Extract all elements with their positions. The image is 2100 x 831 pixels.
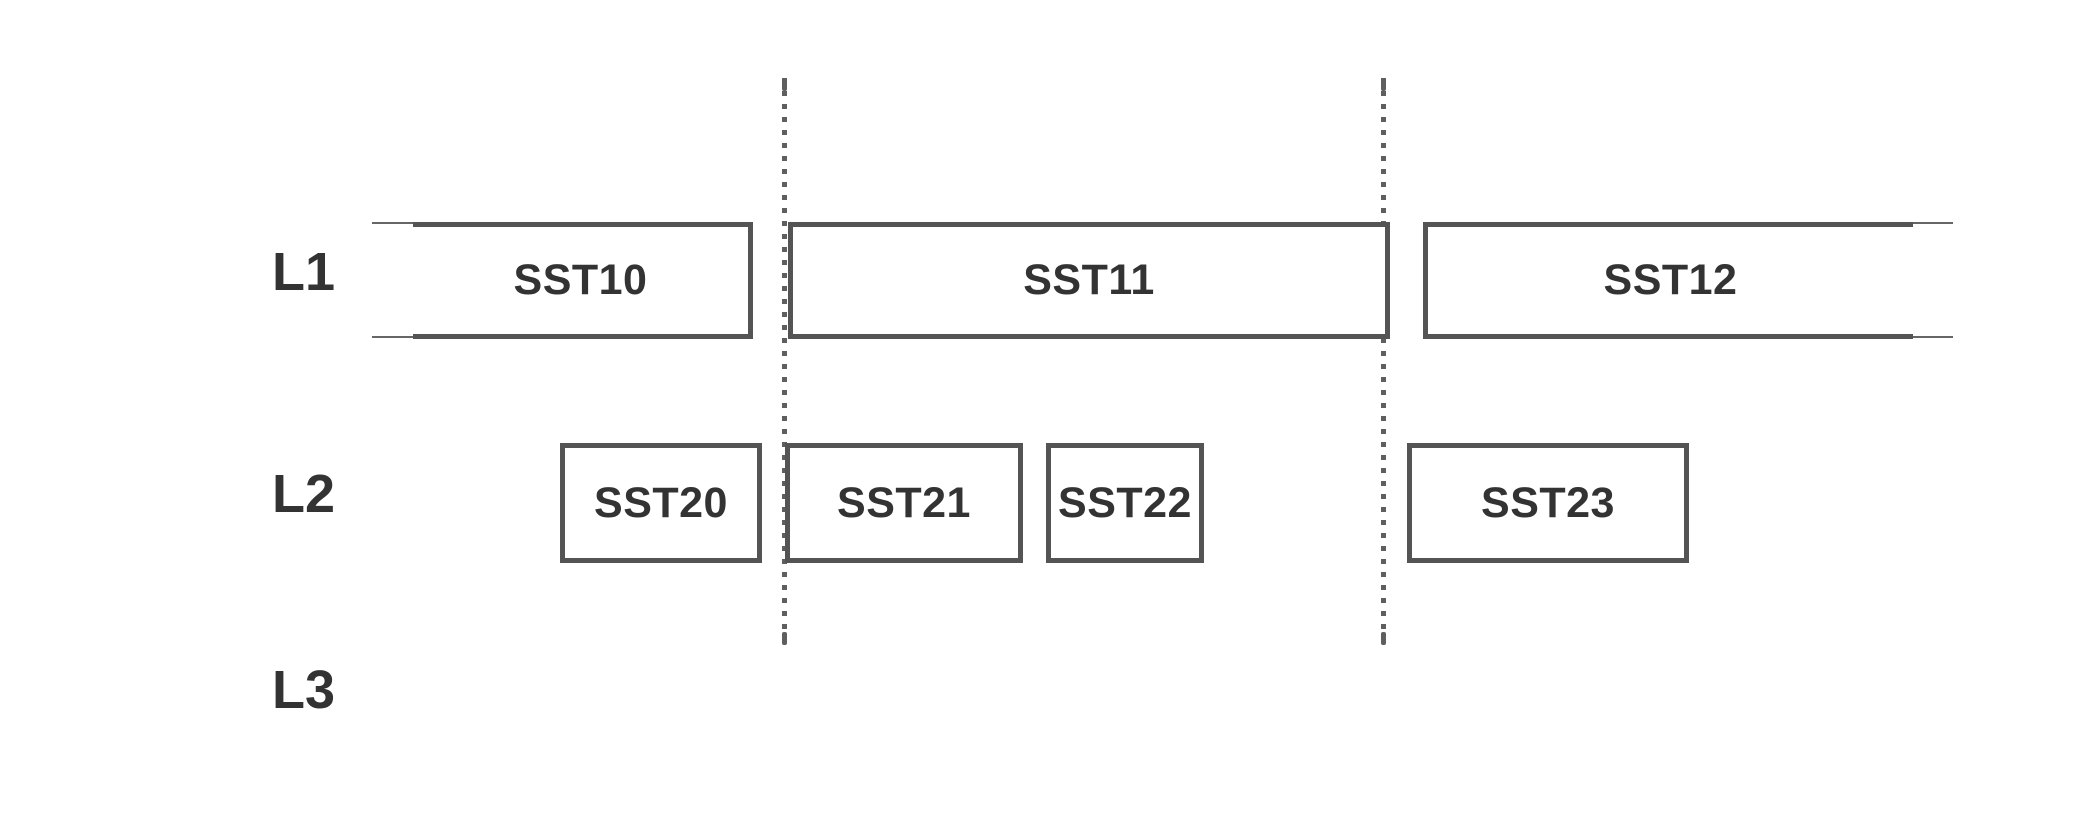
box-sst23-label: SST23: [1481, 478, 1615, 527]
box-sst12-label: SST12: [1603, 256, 1738, 304]
divider-line-right: [1381, 78, 1386, 645]
lane-label-l2: L2: [272, 464, 336, 524]
lane-label-l3: L3: [272, 660, 336, 720]
divider-line-left: [782, 78, 787, 645]
lane-l1-left-stub-bottom-line: [372, 336, 418, 338]
lane-l1-right-stub-bottom-line: [1908, 336, 1953, 338]
box-sst11: SST11: [788, 222, 1390, 339]
box-sst23: SST23: [1407, 443, 1689, 563]
box-sst10-label: SST10: [513, 256, 648, 304]
lane-label-l1: L1: [272, 242, 336, 302]
box-sst12: SST12: [1423, 222, 1913, 339]
box-sst21-label: SST21: [837, 478, 971, 527]
lane-l1-left-stub-top-line: [372, 222, 418, 224]
box-sst21: SST21: [785, 443, 1023, 563]
box-sst22-label: SST22: [1058, 478, 1192, 527]
lane-l1-right-stub-top-line: [1908, 222, 1953, 224]
box-sst22: SST22: [1046, 443, 1204, 563]
box-sst20: SST20: [560, 443, 762, 563]
box-sst20-label: SST20: [594, 478, 728, 527]
box-sst11-label: SST11: [1023, 256, 1155, 304]
box-sst10: SST10: [413, 222, 753, 339]
